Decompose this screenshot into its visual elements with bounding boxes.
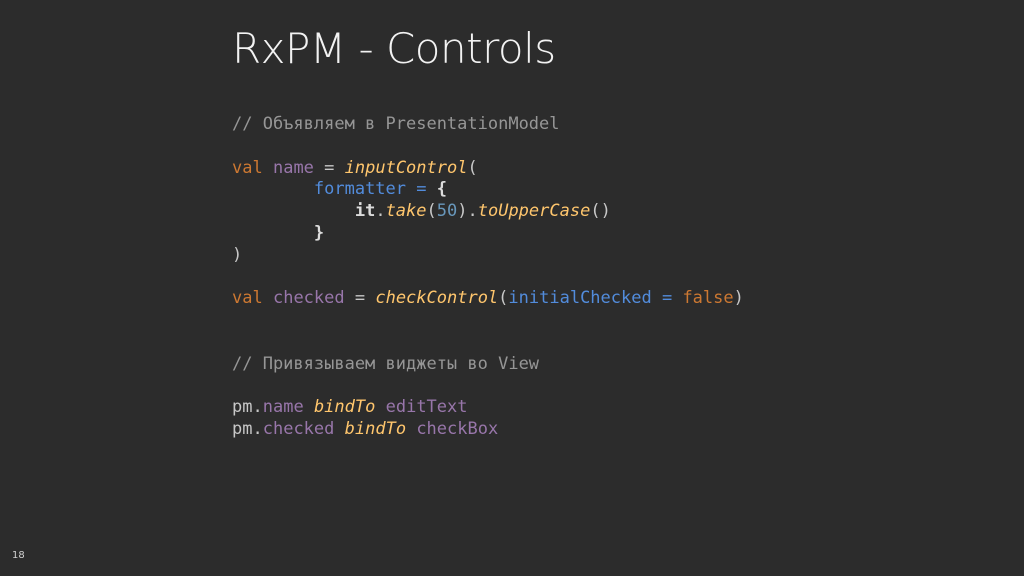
identifier: checkBox bbox=[416, 419, 499, 440]
code-line: val checked = checkControl(initialChecke… bbox=[232, 288, 744, 310]
named-param: formatter bbox=[313, 179, 407, 200]
dot: . bbox=[252, 397, 263, 418]
boolean-literal: false bbox=[682, 288, 734, 309]
dot: . bbox=[375, 201, 386, 222]
function-call: checkControl bbox=[375, 288, 499, 309]
paren: () bbox=[590, 201, 611, 222]
number-literal: 50 bbox=[436, 201, 458, 222]
code-line: it.take(50).toUpperCase() bbox=[232, 201, 744, 223]
operator: = bbox=[406, 179, 437, 200]
code-blank-line bbox=[232, 376, 744, 398]
code-block: // Объявляем в PresentationModel val nam… bbox=[232, 114, 744, 441]
infix-function: bindTo bbox=[344, 419, 407, 440]
identifier-it: it bbox=[354, 201, 376, 222]
identifier: editText bbox=[385, 397, 468, 418]
code-comment: // Объявляем в PresentationModel bbox=[232, 114, 744, 136]
code-line: val name = inputControl( bbox=[232, 158, 744, 180]
slide-title: RxPM - Controls bbox=[232, 24, 556, 73]
page-number: 18 bbox=[12, 550, 25, 561]
property: checked bbox=[262, 419, 335, 440]
code-blank-line bbox=[232, 136, 744, 158]
infix-function: bindTo bbox=[313, 397, 376, 418]
identifier: checked bbox=[272, 288, 345, 309]
function-call: toUpperCase bbox=[477, 201, 591, 222]
code-line: pm.checked bindTo checkBox bbox=[232, 419, 744, 441]
paren: ( bbox=[467, 157, 478, 178]
paren: ( bbox=[498, 288, 509, 309]
operator: = bbox=[651, 288, 683, 309]
identifier: name bbox=[272, 157, 314, 178]
comment-text: // Объявляем в PresentationModel bbox=[232, 114, 560, 134]
brace: { bbox=[436, 179, 447, 200]
brace: } bbox=[313, 222, 325, 243]
code-blank-line bbox=[232, 267, 744, 289]
function-call: take bbox=[385, 201, 427, 222]
paren: ). bbox=[457, 201, 478, 222]
property: name bbox=[262, 397, 304, 418]
code-comment: // Привязываем виджеты во View bbox=[232, 354, 744, 376]
keyword-val: val bbox=[232, 157, 263, 178]
code-line: pm.name bindTo editText bbox=[232, 397, 744, 419]
function-call: inputControl bbox=[344, 157, 468, 178]
comment-text: // Привязываем виджеты во View bbox=[232, 353, 540, 374]
keyword-val: val bbox=[232, 288, 263, 309]
operator: = bbox=[313, 157, 345, 178]
identifier: pm bbox=[232, 419, 253, 440]
paren: ) bbox=[232, 244, 243, 265]
code-line: ) bbox=[232, 245, 744, 267]
paren: ) bbox=[733, 288, 744, 309]
operator: = bbox=[344, 288, 376, 309]
code-line: } bbox=[232, 223, 744, 245]
identifier: pm bbox=[232, 397, 253, 418]
code-blank-line bbox=[232, 310, 744, 354]
dot: . bbox=[252, 419, 263, 440]
paren: ( bbox=[426, 201, 437, 222]
code-line: formatter = { bbox=[232, 179, 744, 201]
named-param: initialChecked bbox=[508, 288, 652, 309]
